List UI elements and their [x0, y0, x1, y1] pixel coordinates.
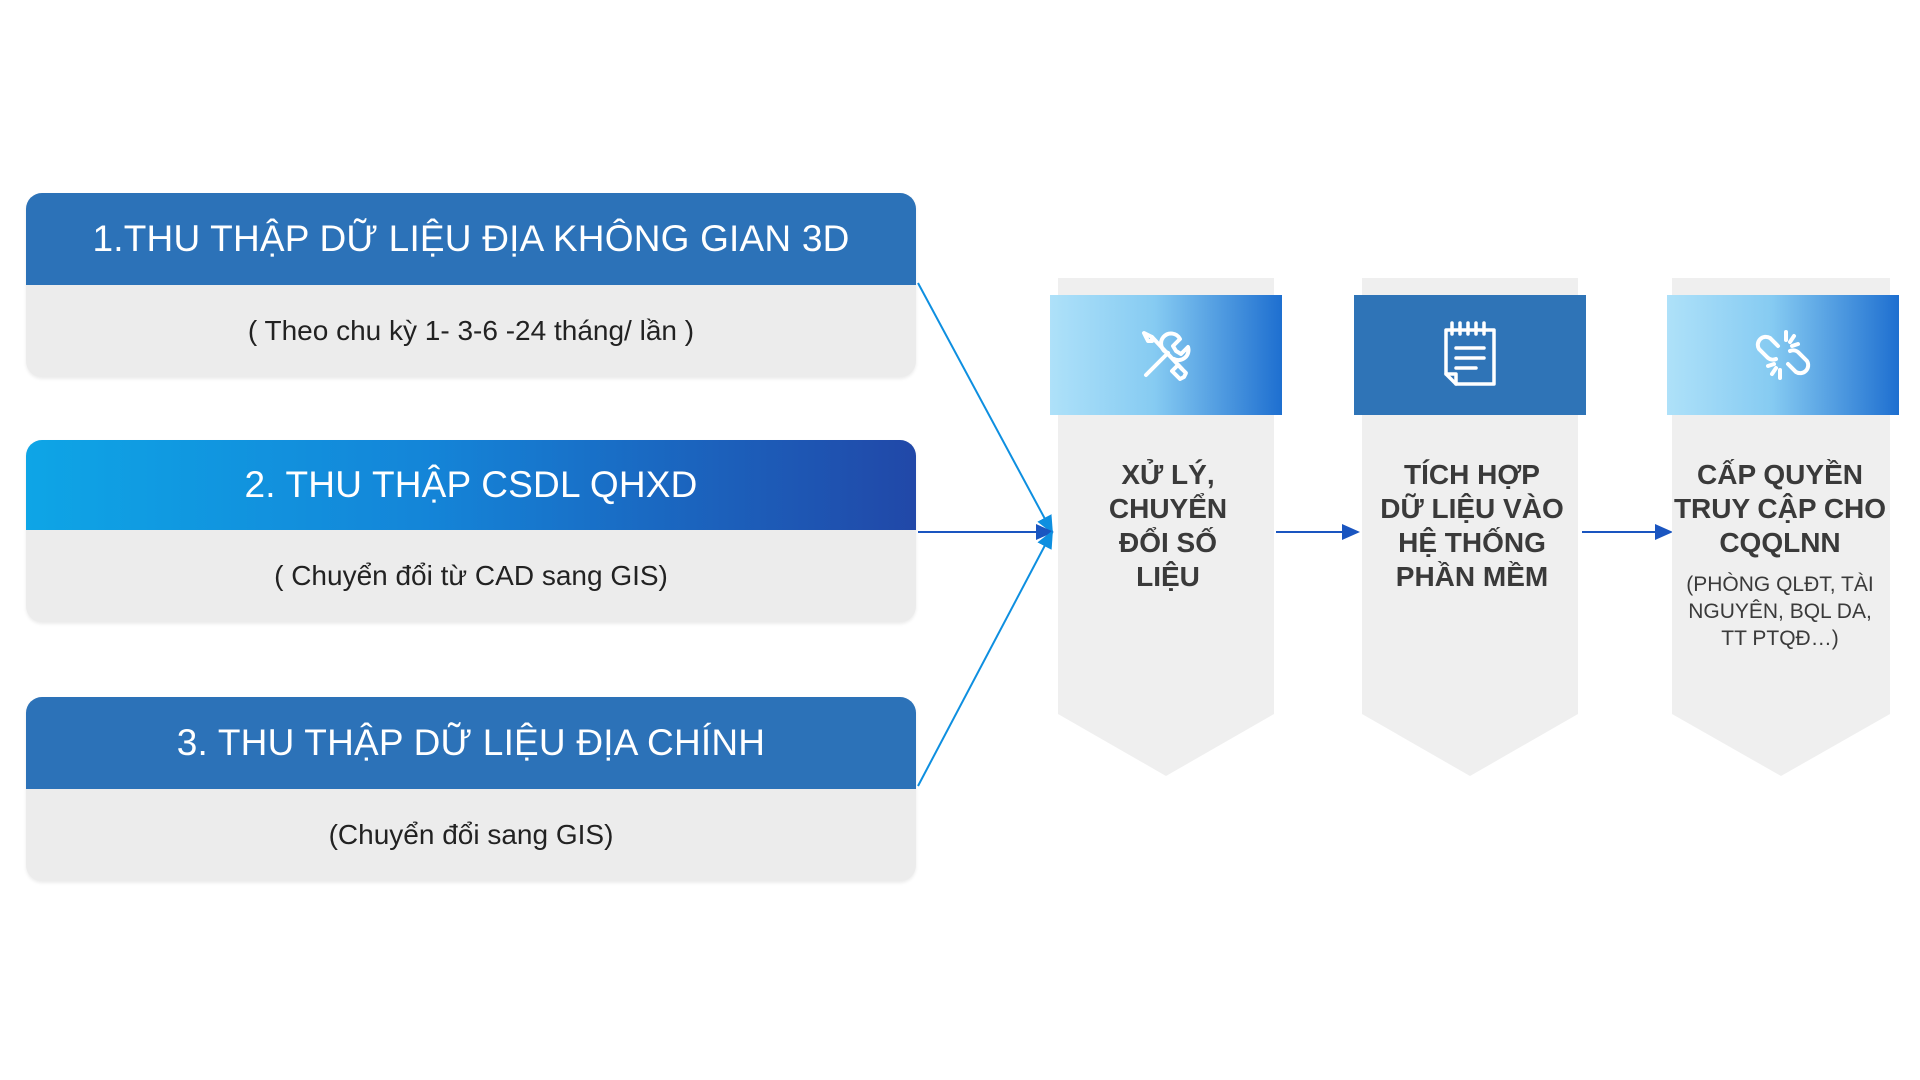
step-title: TÍCH HỢP DỮ LIỆU VÀO HỆ THỐNG PHẦN MỀM — [1357, 458, 1587, 594]
tools-icon — [1142, 331, 1191, 381]
arrow-source-1-to-step-1 — [917, 282, 1053, 534]
source-subtitle: ( Chuyển đổi từ CAD sang GIS) — [274, 560, 668, 591]
source-title: 3. THU THẬP DỮ LIỆU ĐỊA CHÍNH — [26, 697, 916, 789]
arrow-source-3-to-step-1 — [917, 530, 1053, 787]
step-title-text: CẤP QUYỀN TRUY CẬP CHO CQQLNN — [1673, 459, 1887, 558]
step-process-convert: XỬ LÝ, CHUYỂN ĐỔI SỐ LIỆU — [1050, 278, 1283, 778]
source-subtitle: (Chuyển đổi sang GIS) — [328, 819, 614, 850]
step-title-text: XỬ LÝ, CHUYỂN ĐỔI SỐ LIỆU — [1108, 459, 1228, 592]
source-box-cadastral: 3. THU THẬP DỮ LIỆU ĐỊA CHÍNH (Chuyển đổ… — [26, 697, 916, 881]
source-box-qhxd: 2. THU THẬP CSDL QHXD ( Chuyển đổi từ CA… — [26, 440, 916, 622]
source-title: 2. THU THẬP CSDL QHXD — [26, 440, 916, 530]
step-title: CẤP QUYỀN TRUY CẬP CHO CQQLNN — [1670, 458, 1890, 560]
source-subtitle: ( Theo chu kỳ 1- 3-6 -24 tháng/ lần ) — [247, 315, 695, 346]
step-icon-band — [1050, 295, 1282, 415]
notepad-icon — [1444, 321, 1496, 386]
step-icon-band — [1354, 295, 1586, 415]
source-title: 1.THU THẬP DỮ LIỆU ĐỊA KHÔNG GIAN 3D — [26, 193, 916, 285]
step-note: (PHÒNG QLĐT, TÀI NGUYÊN, BQL DA, TT PTQĐ… — [1670, 571, 1890, 652]
step-title-text: TÍCH HỢP DỮ LIỆU VÀO HỆ THỐNG PHẦN MỀM — [1380, 459, 1564, 592]
step-grant-access: CẤP QUYỀN TRUY CẬP CHO CQQLNN (PHÒNG QLĐ… — [1667, 278, 1899, 778]
step-icon-band — [1667, 295, 1899, 415]
broken-link-icon — [1755, 330, 1811, 380]
step-note-text: (PHÒNG QLĐT, TÀI NGUYÊN, BQL DA, TT PTQĐ… — [1686, 573, 1874, 650]
step-integrate-data: TÍCH HỢP DỮ LIỆU VÀO HỆ THỐNG PHẦN MỀM — [1354, 278, 1587, 778]
source-box-3d-data: 1.THU THẬP DỮ LIỆU ĐỊA KHÔNG GIAN 3D ( T… — [26, 193, 916, 377]
step-title: XỬ LÝ, CHUYỂN ĐỔI SỐ LIỆU — [1053, 458, 1283, 594]
